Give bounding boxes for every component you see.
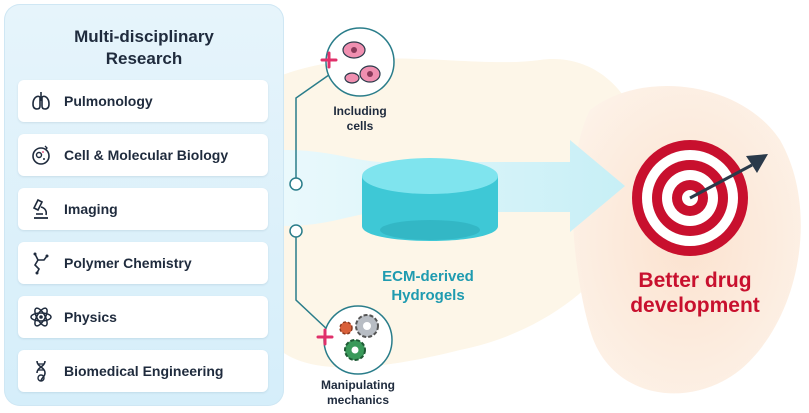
field-imaging: Imaging [18,188,268,230]
field-label: Imaging [64,201,118,217]
hydrogel-dish-icon [362,158,498,241]
cells-node-label: Including cells [322,104,398,134]
cells-node-line2: cells [346,119,374,133]
plus-icon-top [320,51,338,69]
field-label: Pulmonology [64,93,153,109]
connector-bottom [295,231,331,333]
mechanics-node-line1: Manipulating [321,378,395,392]
research-panel: Multi-disciplinary Research Pulmonology … [4,4,284,406]
field-polymer-chemistry: Polymer Chemistry [18,242,268,284]
hydrogel-label: ECM-derived Hydrogels [358,267,498,305]
gears-icon [323,305,393,375]
outcome-label: Better drug development [610,268,780,318]
field-pulmonology: Pulmonology [18,80,268,122]
field-biomedical-engineering: Biomedical Engineering [18,350,268,392]
target-icon [632,140,768,256]
field-label: Biomedical Engineering [64,363,224,379]
mechanics-node-label: Manipulating mechanics [308,378,408,408]
field-label: Polymer Chemistry [64,255,192,271]
connector-node-top [289,177,303,191]
microscope-icon [18,188,64,230]
panel-title: Multi-disciplinary Research [4,26,284,70]
cells-icon [325,27,395,97]
outcome-label-line2: development [630,294,760,317]
field-cell-molecular-biology: Cell & Molecular Biology [18,134,268,176]
plus-icon-bottom [316,328,334,346]
mechanics-node-line2: mechanics [326,393,390,407]
cell-icon [18,134,64,176]
polymer-icon [18,242,64,284]
atom-icon [18,296,64,338]
hydrogel-label-line1: ECM-derived [382,268,474,285]
panel-title-line1: Multi-disciplinary [74,27,214,46]
field-physics: Physics [18,296,268,338]
cells-node-line1: Including [333,104,387,118]
field-label: Physics [64,309,117,325]
lungs-icon [18,80,64,122]
connector-node-bottom [289,224,303,238]
field-label: Cell & Molecular Biology [64,147,229,163]
panel-title-line2: Research [105,49,183,68]
connector-top [295,69,337,184]
dna-icon [18,350,64,392]
outcome-label-line1: Better drug [638,269,752,292]
hydrogel-label-line2: Hydrogels [391,287,465,304]
